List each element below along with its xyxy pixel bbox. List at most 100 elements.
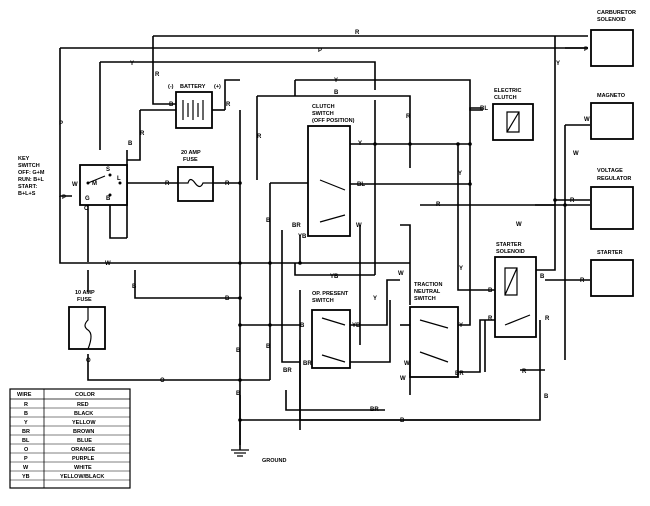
legend-code: W (23, 465, 29, 471)
clutch-switch-contact-2 (319, 214, 346, 223)
wire-label: R (155, 72, 160, 78)
wire-label: W (573, 151, 579, 157)
wire-label: Y (458, 171, 462, 177)
wire-label: R (570, 198, 575, 204)
legend-code: O (24, 447, 29, 453)
battery-cells (182, 100, 204, 120)
voltage-label-2: REGULATOR (597, 176, 631, 182)
traction-neutral-switch-box (409, 306, 459, 378)
wire-label: R (165, 181, 170, 187)
wire-label: W (356, 223, 362, 229)
wire-label: W (398, 271, 404, 277)
wires (59, 35, 590, 445)
wire-label: B (128, 141, 133, 147)
wire-label: BL (357, 182, 365, 188)
wire-label: R (436, 202, 441, 208)
fuse-20amp-label-2: FUSE (183, 157, 198, 163)
wire-label: YB (298, 234, 307, 240)
wire-label: YB (352, 323, 361, 329)
carburetor-label-1: CARBURETOR (597, 10, 636, 16)
key-switch-label-1: KEY (18, 156, 30, 162)
traction-contact-2 (419, 351, 449, 363)
wire-label: R (226, 102, 231, 108)
wire-label: BR (370, 407, 379, 413)
wire-label: B (236, 391, 241, 397)
wire-color-legend: WIRE COLOR R RED B BLACK Y YELLOW BR BRO… (9, 388, 131, 489)
battery-label: BATTERY (180, 84, 206, 90)
magneto-box (590, 102, 634, 140)
wire-label: R (580, 278, 585, 284)
wire-label: O (160, 378, 165, 384)
legend-code: Y (24, 420, 28, 426)
key-switch-label-5: START: (18, 184, 37, 190)
starter-solenoid-contact (504, 314, 531, 326)
legend-code: YB (22, 474, 30, 480)
wire-label: BR (455, 371, 464, 377)
wire-color-labels: R P Y Y R B B R R R R R R B P P W W O O … (59, 30, 590, 424)
legend-header-color: COLOR (75, 392, 95, 398)
key-switch-label-4: RUN: B+L (18, 177, 44, 183)
wire-label: BR (292, 223, 301, 229)
key-switch-label-3: OFF: G+M (18, 170, 45, 176)
ground-symbol (231, 445, 249, 457)
key-switch-label-2: SWITCH (18, 163, 40, 169)
wire-label: R (225, 181, 230, 187)
op-presence-switch-box (311, 309, 351, 369)
wire-label: O (86, 358, 91, 364)
starter-solenoid-coil (504, 267, 518, 296)
wire-label: B (236, 348, 241, 354)
wire-label: Y (334, 78, 338, 84)
wire-label: BL (480, 106, 488, 112)
starter-solenoid-label-1: STARTER (496, 242, 522, 248)
ground-label: GROUND (262, 458, 286, 464)
wire-label: B (544, 394, 549, 400)
legend-color: YELLOW/BLACK (60, 474, 104, 480)
electric-clutch-label-1: ELECTRIC (494, 88, 522, 94)
junctions (238, 142, 567, 422)
clutch-switch-box (307, 125, 351, 237)
fuse-10amp-label-1: 10 AMP (75, 290, 95, 296)
clutch-switch-contact-1 (319, 179, 346, 191)
wire-label: R (406, 114, 411, 120)
clutch-switch-label-2: SWITCH (312, 111, 334, 117)
wire-label: W (400, 376, 406, 382)
wire-label: R (257, 134, 262, 140)
op-presence-contact-2 (321, 354, 346, 363)
fuse-10amp-element (84, 307, 92, 350)
wire-label: B (266, 344, 271, 350)
fuse-20amp-element (178, 178, 213, 188)
op-presence-label-1: OP. PRESENT (312, 291, 349, 297)
wire-label: R (522, 369, 527, 375)
traction-contact-1 (419, 319, 449, 329)
electric-clutch-coil (506, 111, 520, 133)
key-switch-terminal-b: B (106, 196, 111, 202)
wire-label: B (169, 102, 174, 108)
battery-box (175, 91, 213, 129)
wire-label: P (62, 195, 66, 201)
wire-label: P (59, 121, 63, 127)
starter-solenoid-box (494, 256, 537, 338)
wire-label: B (334, 90, 339, 96)
wire-label: R (488, 316, 493, 322)
legend-code: B (24, 411, 28, 417)
wire-label: B (266, 218, 271, 224)
carburetor-solenoid-box (590, 29, 634, 67)
wire-label: B (540, 274, 545, 280)
legend-color: ORANGE (71, 447, 95, 453)
legend-color: RED (77, 402, 89, 408)
wire-label: W (72, 182, 78, 188)
fuse-20amp-label-1: 20 AMP (181, 150, 201, 156)
fuse-10amp-box (68, 306, 106, 350)
wire-label: B (488, 288, 493, 294)
wire-label: BR (303, 361, 312, 367)
voltage-regulator-box (590, 186, 634, 230)
wire-label: B (225, 296, 230, 302)
starter-solenoid-label-2: SOLENOID (496, 249, 525, 255)
clutch-switch-label-3: (OFF POSITION) (312, 118, 355, 124)
battery-neg-label: (-) (168, 84, 174, 90)
legend-color: YELLOW (72, 420, 96, 426)
wire-label: Y (459, 323, 463, 329)
battery-pos-label: (+) (214, 84, 221, 90)
legend-code: R (24, 402, 28, 408)
